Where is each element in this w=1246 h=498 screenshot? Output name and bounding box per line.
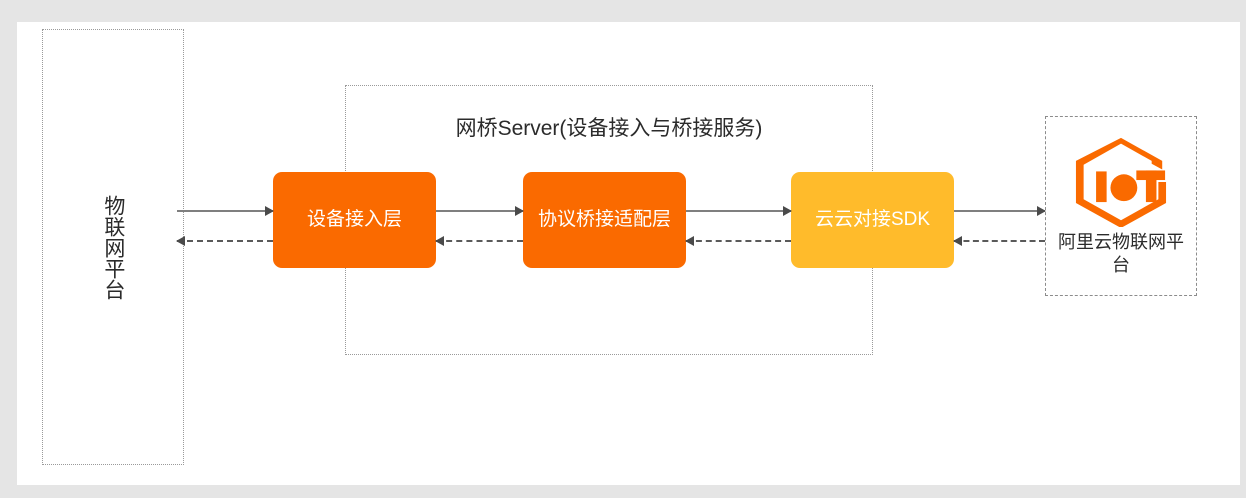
connector-return-cloud-platform-to-cloud-sdk <box>953 236 1045 246</box>
node-protocol-bridge[interactable]: 协议桥接适配层 <box>523 172 686 268</box>
connector-return-protocol-bridge-to-device-access <box>435 236 523 246</box>
node-device-access[interactable]: 设备接入层 <box>273 172 436 268</box>
connector-forward-cloud-sdk-to-cloud-platform <box>954 206 1046 216</box>
arrow-head-right-icon <box>265 206 274 216</box>
connector-line <box>177 210 273 212</box>
arrow-head-right-icon <box>1037 206 1046 216</box>
connector-forward-protocol-bridge-to-cloud-sdk <box>686 206 792 216</box>
left-iot-platform-label: 物联网平台 <box>101 194 125 300</box>
bridge-server-title: 网桥Server(设备接入与桥接服务) <box>455 117 763 140</box>
connector-line <box>686 240 791 242</box>
arrow-head-left-icon <box>176 236 185 246</box>
cloud-iot-platform-label: 阿里云物联网平台 <box>1058 231 1184 275</box>
alibaba-cloud-iot-logo-icon <box>1075 137 1167 227</box>
connector-return-device-access-to-platform <box>176 236 273 246</box>
arrow-head-right-icon <box>783 206 792 216</box>
cloud-iot-platform-container: 阿里云物联网平台 <box>1045 116 1197 296</box>
connector-forward-platform-to-device-access <box>177 206 274 216</box>
connector-return-cloud-sdk-to-protocol-bridge <box>685 236 791 246</box>
node-cloud-sdk[interactable]: 云云对接SDK <box>791 172 954 268</box>
diagram-canvas: 物联网平台 网桥Server(设备接入与桥接服务) 设备接入层 协议桥接适配层 … <box>17 22 1240 485</box>
connector-line <box>954 210 1045 212</box>
arrow-head-right-icon <box>515 206 524 216</box>
arrow-head-left-icon <box>685 236 694 246</box>
connector-forward-device-access-to-protocol-bridge <box>436 206 524 216</box>
connector-line <box>436 210 523 212</box>
left-iot-platform-container: 物联网平台 <box>42 29 184 465</box>
arrow-head-left-icon <box>953 236 962 246</box>
cloud-iot-platform-inner: 阿里云物联网平台 <box>1046 117 1196 295</box>
left-iot-platform-label-wrap: 物联网平台 <box>43 30 183 464</box>
connector-line <box>954 240 1045 242</box>
connector-line <box>177 240 273 242</box>
connector-line <box>686 210 791 212</box>
connector-line <box>436 240 523 242</box>
arrow-head-left-icon <box>435 236 444 246</box>
